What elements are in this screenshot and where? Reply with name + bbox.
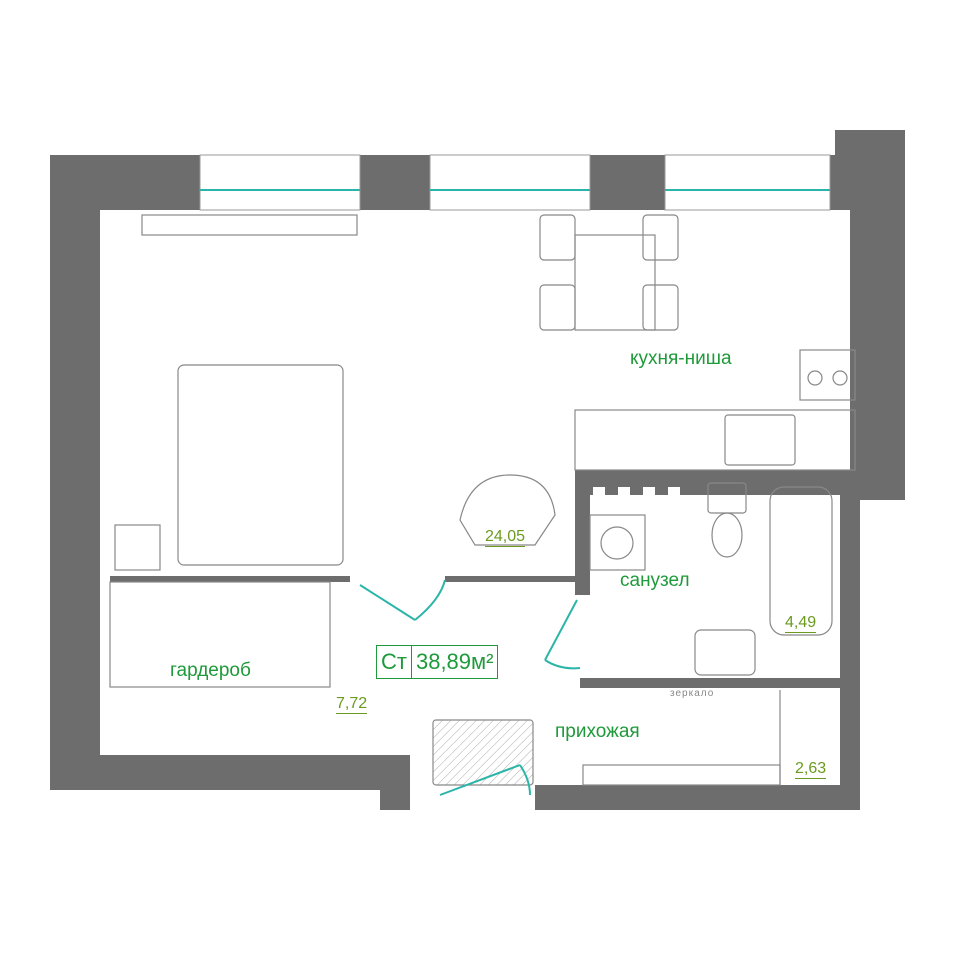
apartment-type: Ст <box>381 649 407 674</box>
bathroom-area: 4,49 <box>785 614 817 633</box>
doors <box>359 579 581 796</box>
bed <box>177 364 344 566</box>
total-area: 38,89м² <box>410 646 498 678</box>
kitchen-label: кухня-ниша <box>630 348 732 369</box>
living-area: 24,05 <box>485 528 526 547</box>
windows <box>199 154 831 211</box>
wardrobe-area: 7,72 <box>336 695 368 714</box>
hallway-area: 2,63 <box>795 760 827 779</box>
bathroom-label: санузел <box>620 570 690 591</box>
furniture <box>109 214 856 786</box>
bathroom-vents <box>593 487 680 499</box>
hallway-label: прихожая <box>555 721 640 742</box>
armchair <box>459 474 556 546</box>
total-area-box: Ст 38,89м² <box>376 645 499 679</box>
mirror-label: зеркало <box>670 688 715 699</box>
wardrobe-label: гардероб <box>170 660 251 681</box>
